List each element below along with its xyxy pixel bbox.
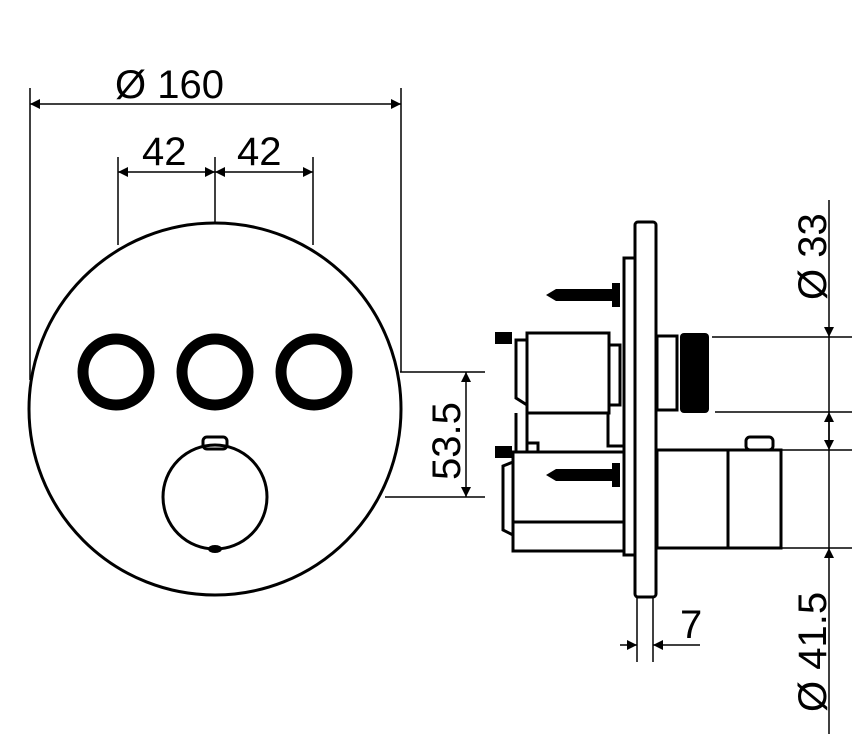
knob-bottom-notch <box>208 545 222 553</box>
cover-plate-side <box>633 220 658 599</box>
cover-plate-outline <box>27 221 403 597</box>
vertical-offset-label: 53.5 <box>425 402 469 480</box>
thermostat-knob <box>161 443 269 551</box>
button-center <box>176 333 254 411</box>
front-view <box>27 221 403 597</box>
plate-thickness-label: 7 <box>680 603 702 647</box>
screw-upper <box>546 283 620 307</box>
dimension-handle-diameter: Ø 41.5 <box>781 420 852 734</box>
button-diameter-label: Ø 33 <box>791 213 835 300</box>
lower-valve-body <box>511 450 626 553</box>
push-button-side <box>655 334 679 412</box>
button-left <box>77 333 155 411</box>
button-right <box>275 333 353 411</box>
dimension-plate-thickness: 7 <box>620 603 702 650</box>
push-button-cap <box>680 333 709 413</box>
dimension-vertical-offset: 53.5 <box>385 371 485 498</box>
dimension-button-diameter: Ø 33 <box>712 200 852 440</box>
dimension-button-spacing: 42 42 <box>117 130 314 245</box>
upper-valve-body <box>525 331 611 415</box>
screw-lower <box>546 463 620 487</box>
dimension-overall-diameter: Ø 160 <box>29 63 402 380</box>
spacing-left-label: 42 <box>142 130 187 174</box>
spacing-right-label: 42 <box>237 130 282 174</box>
side-view <box>495 220 783 662</box>
thermostat-handle-side <box>655 448 783 550</box>
handle-diameter-label: Ø 41.5 <box>791 592 835 712</box>
knob-indicator-tab <box>201 435 229 451</box>
overall-diameter-label: Ø 160 <box>115 63 224 107</box>
handle-tab <box>744 435 775 452</box>
mounting-plate <box>622 256 637 557</box>
